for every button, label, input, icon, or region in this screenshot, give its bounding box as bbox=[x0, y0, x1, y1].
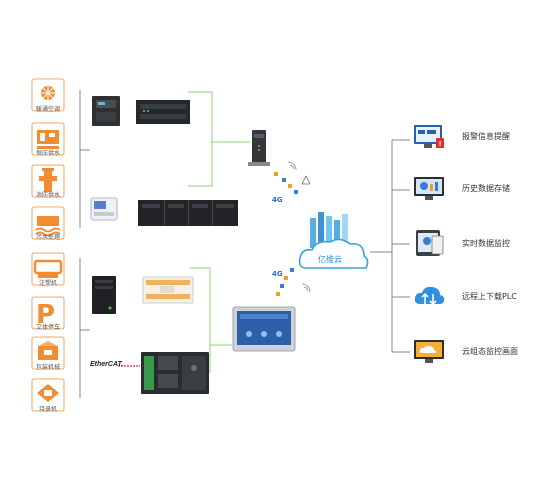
industry-label: 注塑机 bbox=[38, 280, 57, 287]
industry-label: 烧录机 bbox=[38, 406, 57, 413]
inverter-device-image bbox=[92, 96, 120, 126]
hmi-small-device-image bbox=[90, 197, 118, 221]
signal-path-lower bbox=[276, 268, 311, 296]
industry-label: 立体停车 bbox=[35, 324, 60, 331]
4g-label-lower: 4G bbox=[272, 270, 283, 278]
injection-molding-icon bbox=[31, 252, 65, 286]
4g-label-upper: 4G bbox=[272, 196, 283, 204]
output-label: 实时数据监控 bbox=[462, 239, 510, 248]
industry-label: 暖通空调 bbox=[35, 106, 60, 113]
cloud-scada-screen-icon bbox=[414, 340, 444, 363]
constant-pressure-water-icon bbox=[31, 122, 65, 156]
server-device-image bbox=[92, 276, 116, 314]
output-label: 远程上下载PLC bbox=[462, 292, 517, 301]
alarm-monitor-icon: ! bbox=[414, 125, 444, 148]
plc-white-device-image bbox=[142, 276, 194, 304]
history-data-monitor-icon bbox=[414, 177, 444, 200]
plc-modules-image bbox=[138, 200, 238, 226]
sewage-treatment-icon bbox=[31, 206, 65, 240]
industry-label: 恒压供水 bbox=[35, 150, 60, 157]
realtime-tablet-icon bbox=[416, 230, 444, 256]
plc-device-image bbox=[136, 100, 190, 124]
ethercat-label: EtherCAT. bbox=[90, 361, 124, 368]
output-label: 报警信息提醒 bbox=[462, 132, 510, 141]
gateway-device-image bbox=[248, 130, 270, 166]
parking-icon: P bbox=[31, 296, 65, 330]
output-label: 云组态监控画面 bbox=[462, 347, 518, 356]
industry-label: 污水处理 bbox=[35, 234, 60, 241]
hvac-icon bbox=[31, 78, 65, 112]
output-label: 历史数据存储 bbox=[462, 184, 510, 193]
industry-label: 消防供水 bbox=[35, 192, 60, 199]
packaging-machine-icon bbox=[31, 336, 65, 370]
industry-label: 包装机械 bbox=[35, 364, 60, 371]
motion-controller-image bbox=[141, 352, 209, 394]
svg-text:!: ! bbox=[439, 140, 442, 148]
programmer-machine-icon bbox=[31, 378, 65, 412]
cloud-label: 亿维云 bbox=[318, 255, 342, 264]
cloud-icon bbox=[298, 212, 369, 269]
cloud-transfer-icon bbox=[414, 286, 445, 306]
svg-text:P: P bbox=[36, 300, 55, 330]
signal-path-upper bbox=[274, 161, 311, 194]
hmi-touchscreen-image bbox=[232, 306, 296, 352]
fire-water-supply-icon bbox=[31, 164, 65, 198]
